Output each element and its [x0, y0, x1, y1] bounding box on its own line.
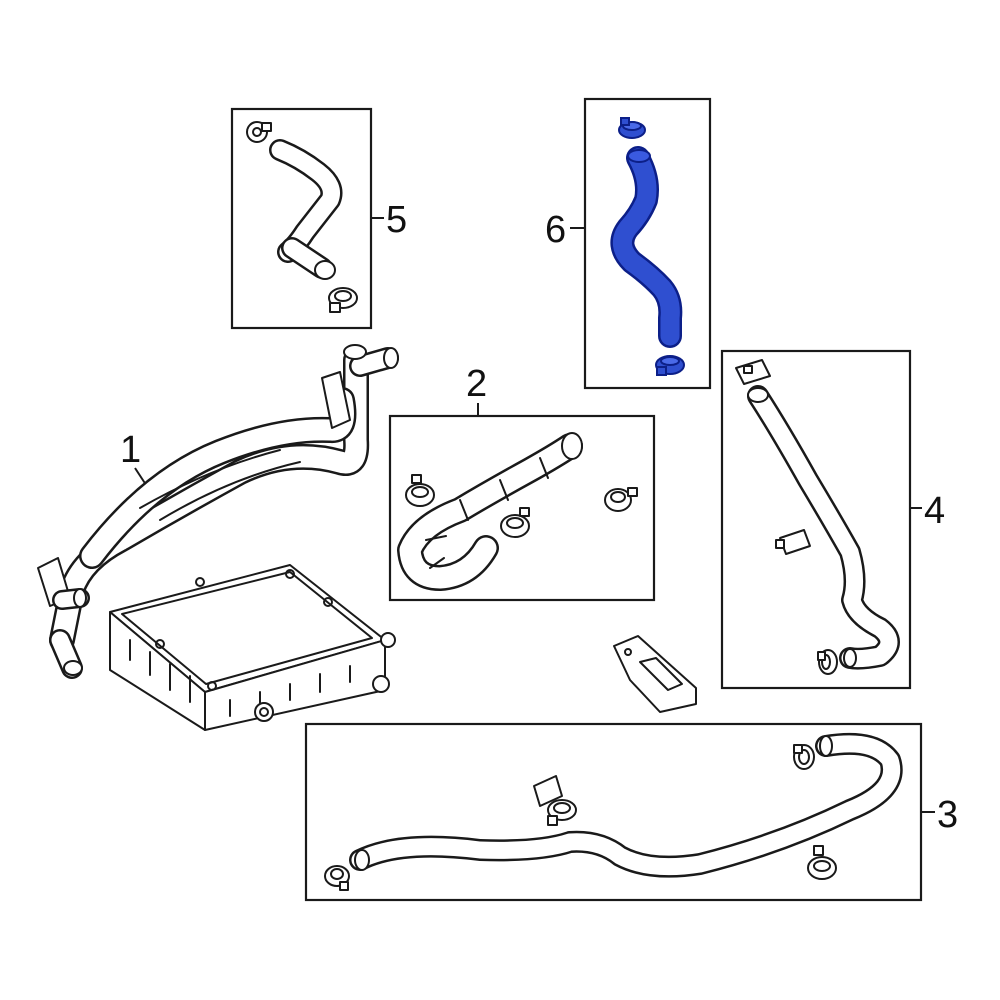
part-6-clamp-top [618, 117, 646, 139]
part-2-hose [397, 432, 583, 591]
callout-5: 5 [386, 199, 407, 241]
part-4-connector-top [735, 359, 771, 385]
part-2-clamp-c [604, 487, 638, 512]
part-2-clamp-a [405, 474, 435, 507]
part-5-clamp-top [246, 121, 272, 143]
part-2-box [388, 414, 656, 602]
callout-6: 6 [545, 209, 566, 251]
part-3-clamp-right-bottom [807, 845, 837, 880]
part-4-group[interactable]: 4 [720, 349, 945, 690]
part-4-hose [747, 385, 900, 670]
part-1-pipe [37, 344, 399, 679]
part-5-clamp-bottom [328, 287, 358, 313]
part-4-clamp [817, 649, 838, 675]
part-3-clamp-right-top [793, 744, 815, 770]
part-6-clamp-bottom [655, 355, 685, 376]
part-3-hose [349, 732, 903, 878]
mounting-bracket [613, 635, 697, 713]
callout-2: 2 [466, 363, 487, 405]
part-4-box [720, 349, 912, 690]
electronic-module [109, 564, 396, 731]
part-6-group[interactable]: 6 [545, 97, 712, 390]
callout-3: 3 [937, 794, 958, 836]
part-3-clamp-left [324, 865, 350, 891]
part-1-group[interactable]: 1 [37, 344, 399, 679]
part-2-clamp-b [500, 507, 530, 538]
part-2-group[interactable]: 2 [388, 363, 656, 602]
part-6-box [583, 97, 712, 390]
part-3-clamp-mid [533, 775, 577, 826]
callout-4: 4 [924, 490, 945, 532]
part-4-connector-mid [775, 529, 811, 555]
part-6-hose [610, 146, 683, 348]
part-3-group[interactable]: 3 [304, 722, 958, 902]
part-5-hose [269, 139, 343, 280]
part-5-group[interactable]: 5 [230, 107, 407, 330]
callout-1: 1 [120, 429, 141, 471]
